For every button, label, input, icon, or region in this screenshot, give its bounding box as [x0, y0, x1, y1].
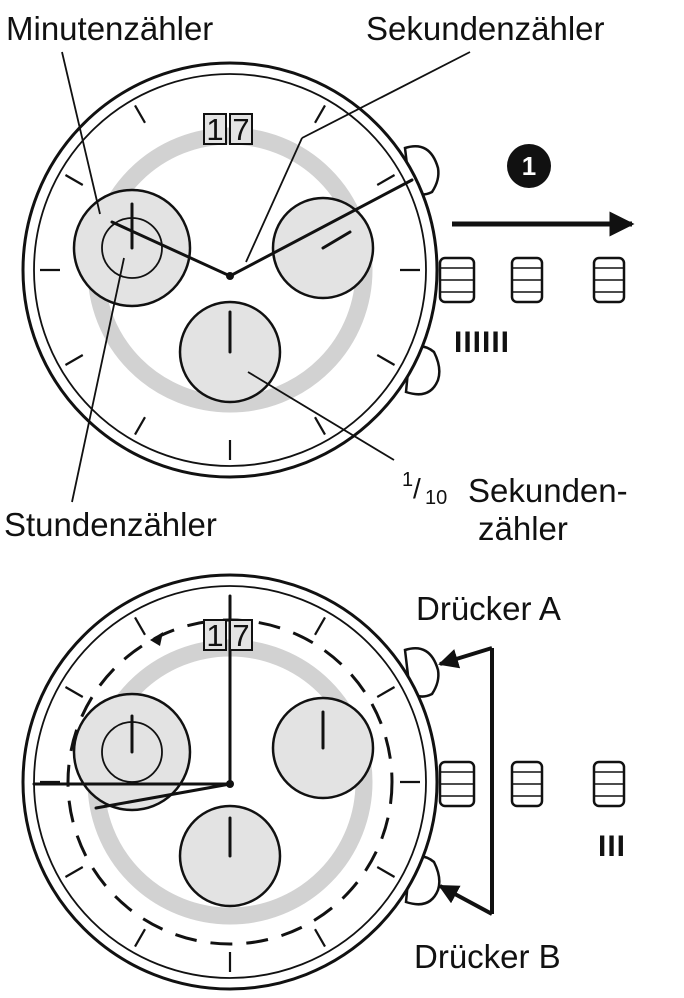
date-digit-2: 7	[232, 618, 249, 653]
step-marker-icon	[507, 144, 551, 188]
pusher-a-arrow-icon	[438, 646, 493, 669]
label-hour-counter: Stundenzähler	[4, 506, 217, 543]
tenth-second-line1: Sekunden-	[468, 472, 628, 509]
hour-marker	[64, 174, 84, 186]
leader-second-counter	[301, 51, 471, 139]
tenth-second-line2: zähler	[478, 510, 568, 547]
hour-marker	[134, 616, 146, 636]
hour-markers	[40, 104, 420, 460]
leader-minute-counter	[61, 51, 101, 215]
crown-position-2	[592, 760, 626, 808]
hour-marker	[314, 416, 326, 436]
label-pusher-a: Drücker A	[416, 590, 561, 627]
hands-pivot	[226, 272, 234, 280]
leader-second-counter-2	[245, 137, 303, 263]
label-minute-counter: Minutenzähler	[6, 10, 213, 47]
watch-top: 1 7 1 IIIIII	[21, 51, 635, 503]
fraction-slash: /	[413, 473, 421, 504]
hour-marker	[376, 686, 396, 698]
date-window: 1 7	[203, 112, 253, 147]
crown-position-normal-label: III	[598, 830, 626, 863]
fraction-numerator: 1	[402, 469, 413, 491]
label-second-counter: Sekundenzähler	[366, 10, 605, 47]
crown-position-1	[510, 760, 544, 808]
hour-marker	[134, 416, 146, 436]
pusher-b-arrow-icon	[438, 884, 493, 916]
rotation-arrow-icon	[150, 632, 163, 646]
crown-position-0	[438, 760, 476, 808]
date-window: 1 7	[203, 618, 253, 653]
chrono-second-hand	[94, 782, 232, 810]
hour-marker	[134, 104, 146, 124]
date-digit-1: 1	[206, 618, 223, 653]
step-marker-number: 1	[522, 151, 536, 181]
hour-markers	[40, 616, 420, 972]
hour-marker	[376, 354, 396, 366]
hour-marker	[64, 686, 84, 698]
hour-marker	[376, 174, 396, 186]
date-digit-2: 7	[232, 112, 249, 147]
hour-marker	[134, 928, 146, 948]
hands-pivot	[226, 780, 234, 788]
label-tenth-second-counter: 1 / 10 Sekunden- zähler	[402, 469, 628, 547]
second-counter-hand	[321, 230, 352, 250]
crown-position-0	[438, 256, 476, 304]
fraction-denominator: 10	[425, 487, 447, 509]
hour-marker	[64, 354, 84, 366]
crown-position-pulled-label: IIIIII	[454, 326, 510, 359]
hour-marker	[314, 616, 326, 636]
leader-tenth-second	[247, 371, 395, 461]
leader-hour-counter	[71, 257, 125, 503]
date-digit-1: 1	[206, 112, 223, 147]
hour-marker	[64, 866, 84, 878]
crown-position-1	[510, 256, 544, 304]
hour-marker	[314, 104, 326, 124]
label-pusher-b: Drücker B	[414, 938, 561, 975]
hour-marker	[376, 866, 396, 878]
watch-bottom: 1 7 III	[21, 573, 626, 991]
hour-marker	[314, 928, 326, 948]
crown-position-2	[592, 256, 626, 304]
